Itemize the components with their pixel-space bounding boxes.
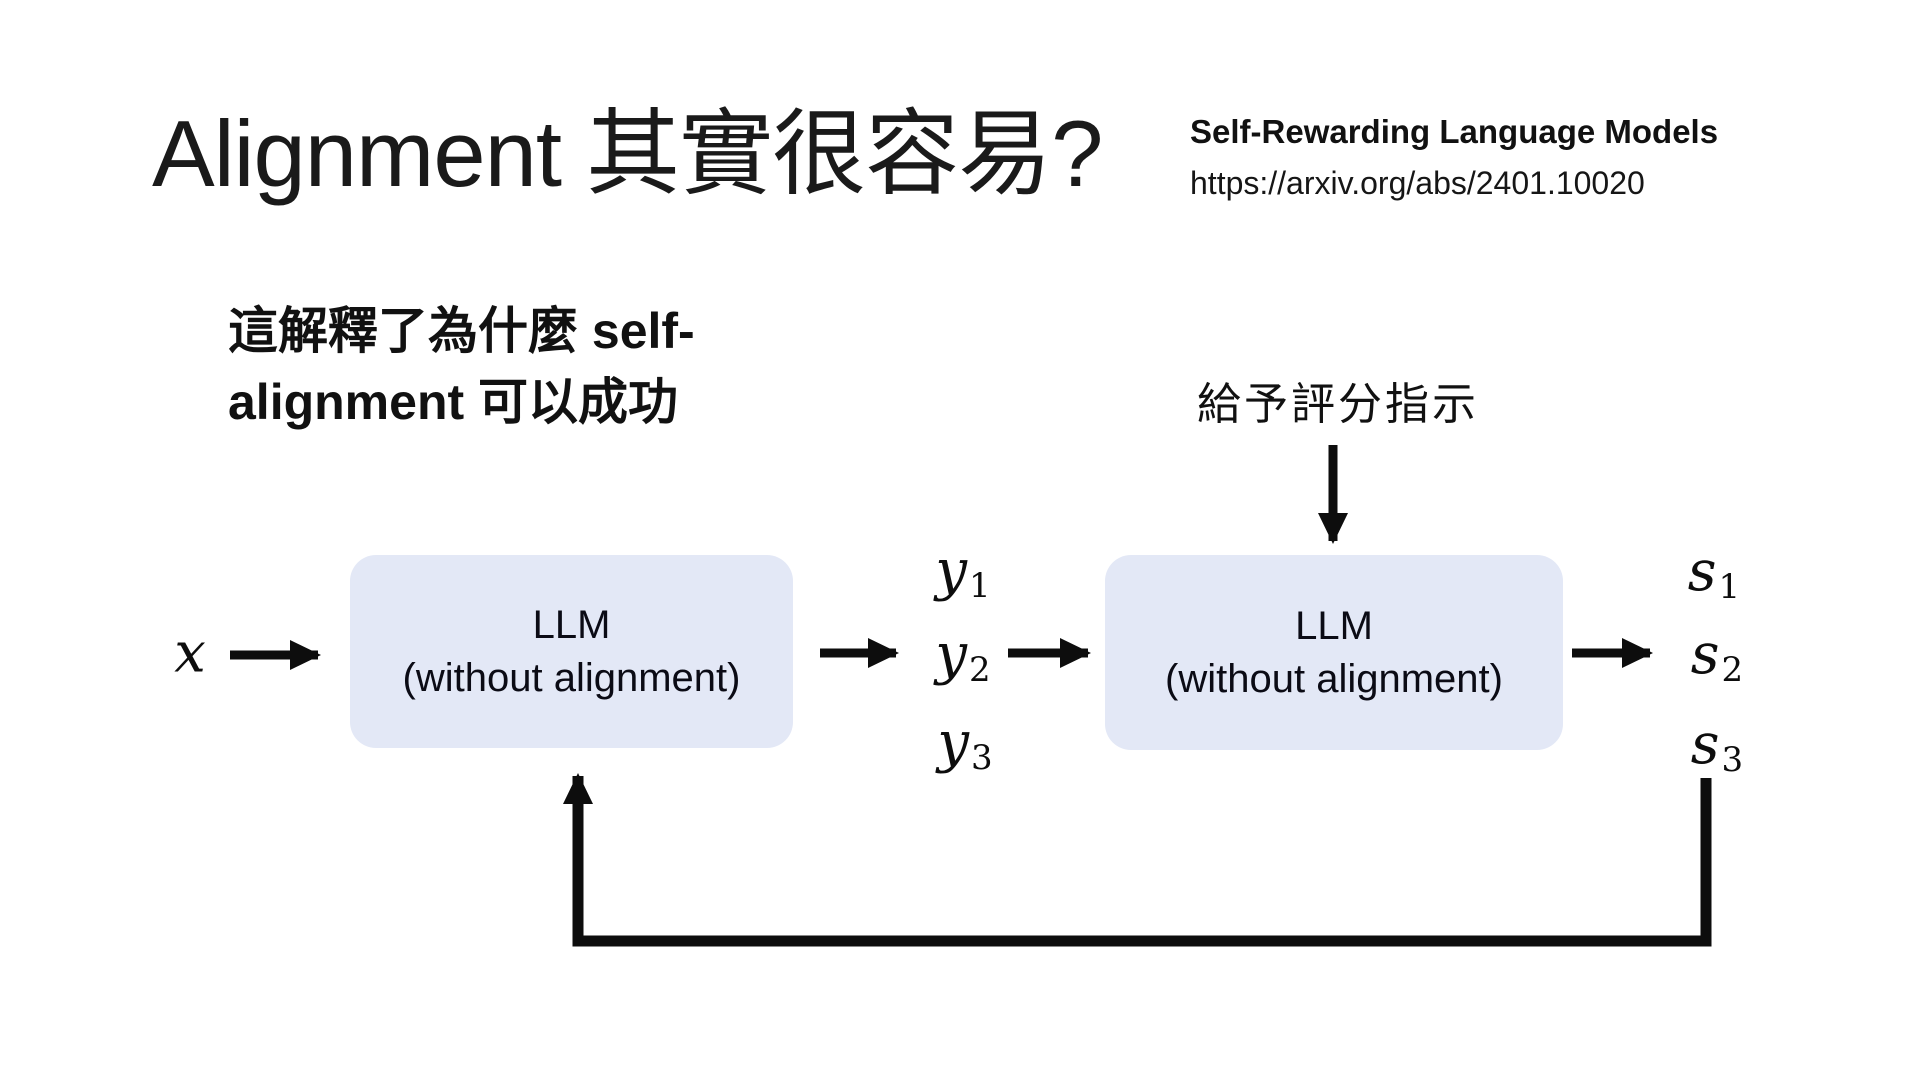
score-label-s3-sub: 3 [1721,740,1744,781]
output-label-y2-base: y [935,621,967,687]
output-label-y3-sub: 3 [971,738,993,779]
output-label-y1: y1 [935,538,990,606]
llm-evaluator-label: LLM (without alignment) [1105,555,1563,750]
score-label-s3: s3 [1691,712,1743,780]
score-label-s2-sub: 2 [1721,650,1744,691]
annotation-line2: alignment 可以成功 [228,374,679,430]
scoring-instruction-label: 給予評分指示 [1197,380,1479,429]
paper-title: Self-Rewarding Language Models [1190,113,1719,150]
score-label-s3-base: s [1690,711,1720,777]
score-label-s2: s2 [1691,622,1743,690]
score-label-s1-sub: 1 [1718,567,1741,608]
output-label-y1-base: y [935,537,967,603]
score-label-s1-base: s [1687,538,1717,604]
arrow-layer [230,445,1712,947]
output-label-y3-base: y [937,709,969,775]
llm-evaluator-line2: (without alignment) [1165,656,1503,701]
feedback-loop-arrow [563,773,1712,947]
page-title: Alignment 其實很容易? [152,101,1103,206]
score-label-s1: s1 [1688,539,1740,607]
llm-evaluator-box [1105,555,1563,750]
paper-reference: Self-Rewarding Language Models https://a… [1190,112,1718,202]
llm-generator-label: LLM (without alignment) [350,555,793,748]
output-label-y2-sub: 2 [969,650,991,691]
llm-generator-box [350,555,793,748]
input-label-x: x [174,621,206,686]
llm-generator-line1: LLM [532,602,611,647]
paper-url: https://arxiv.org/abs/2401.10020 [1190,164,1645,201]
score-label-s2-base: s [1690,621,1720,687]
output-label-y1-sub: 1 [969,566,991,607]
annotation-text: 這解釋了為什麼 self- alignment 可以成功 [228,296,695,438]
llm-generator-line2: (without alignment) [402,655,741,700]
input-label-x-base: x [174,620,206,686]
output-label-y2: y2 [935,622,990,690]
llm-evaluator-line1: LLM [1295,603,1373,648]
annotation-line1: 這解釋了為什麼 self- [228,303,695,359]
output-label-y3: y3 [937,710,992,778]
